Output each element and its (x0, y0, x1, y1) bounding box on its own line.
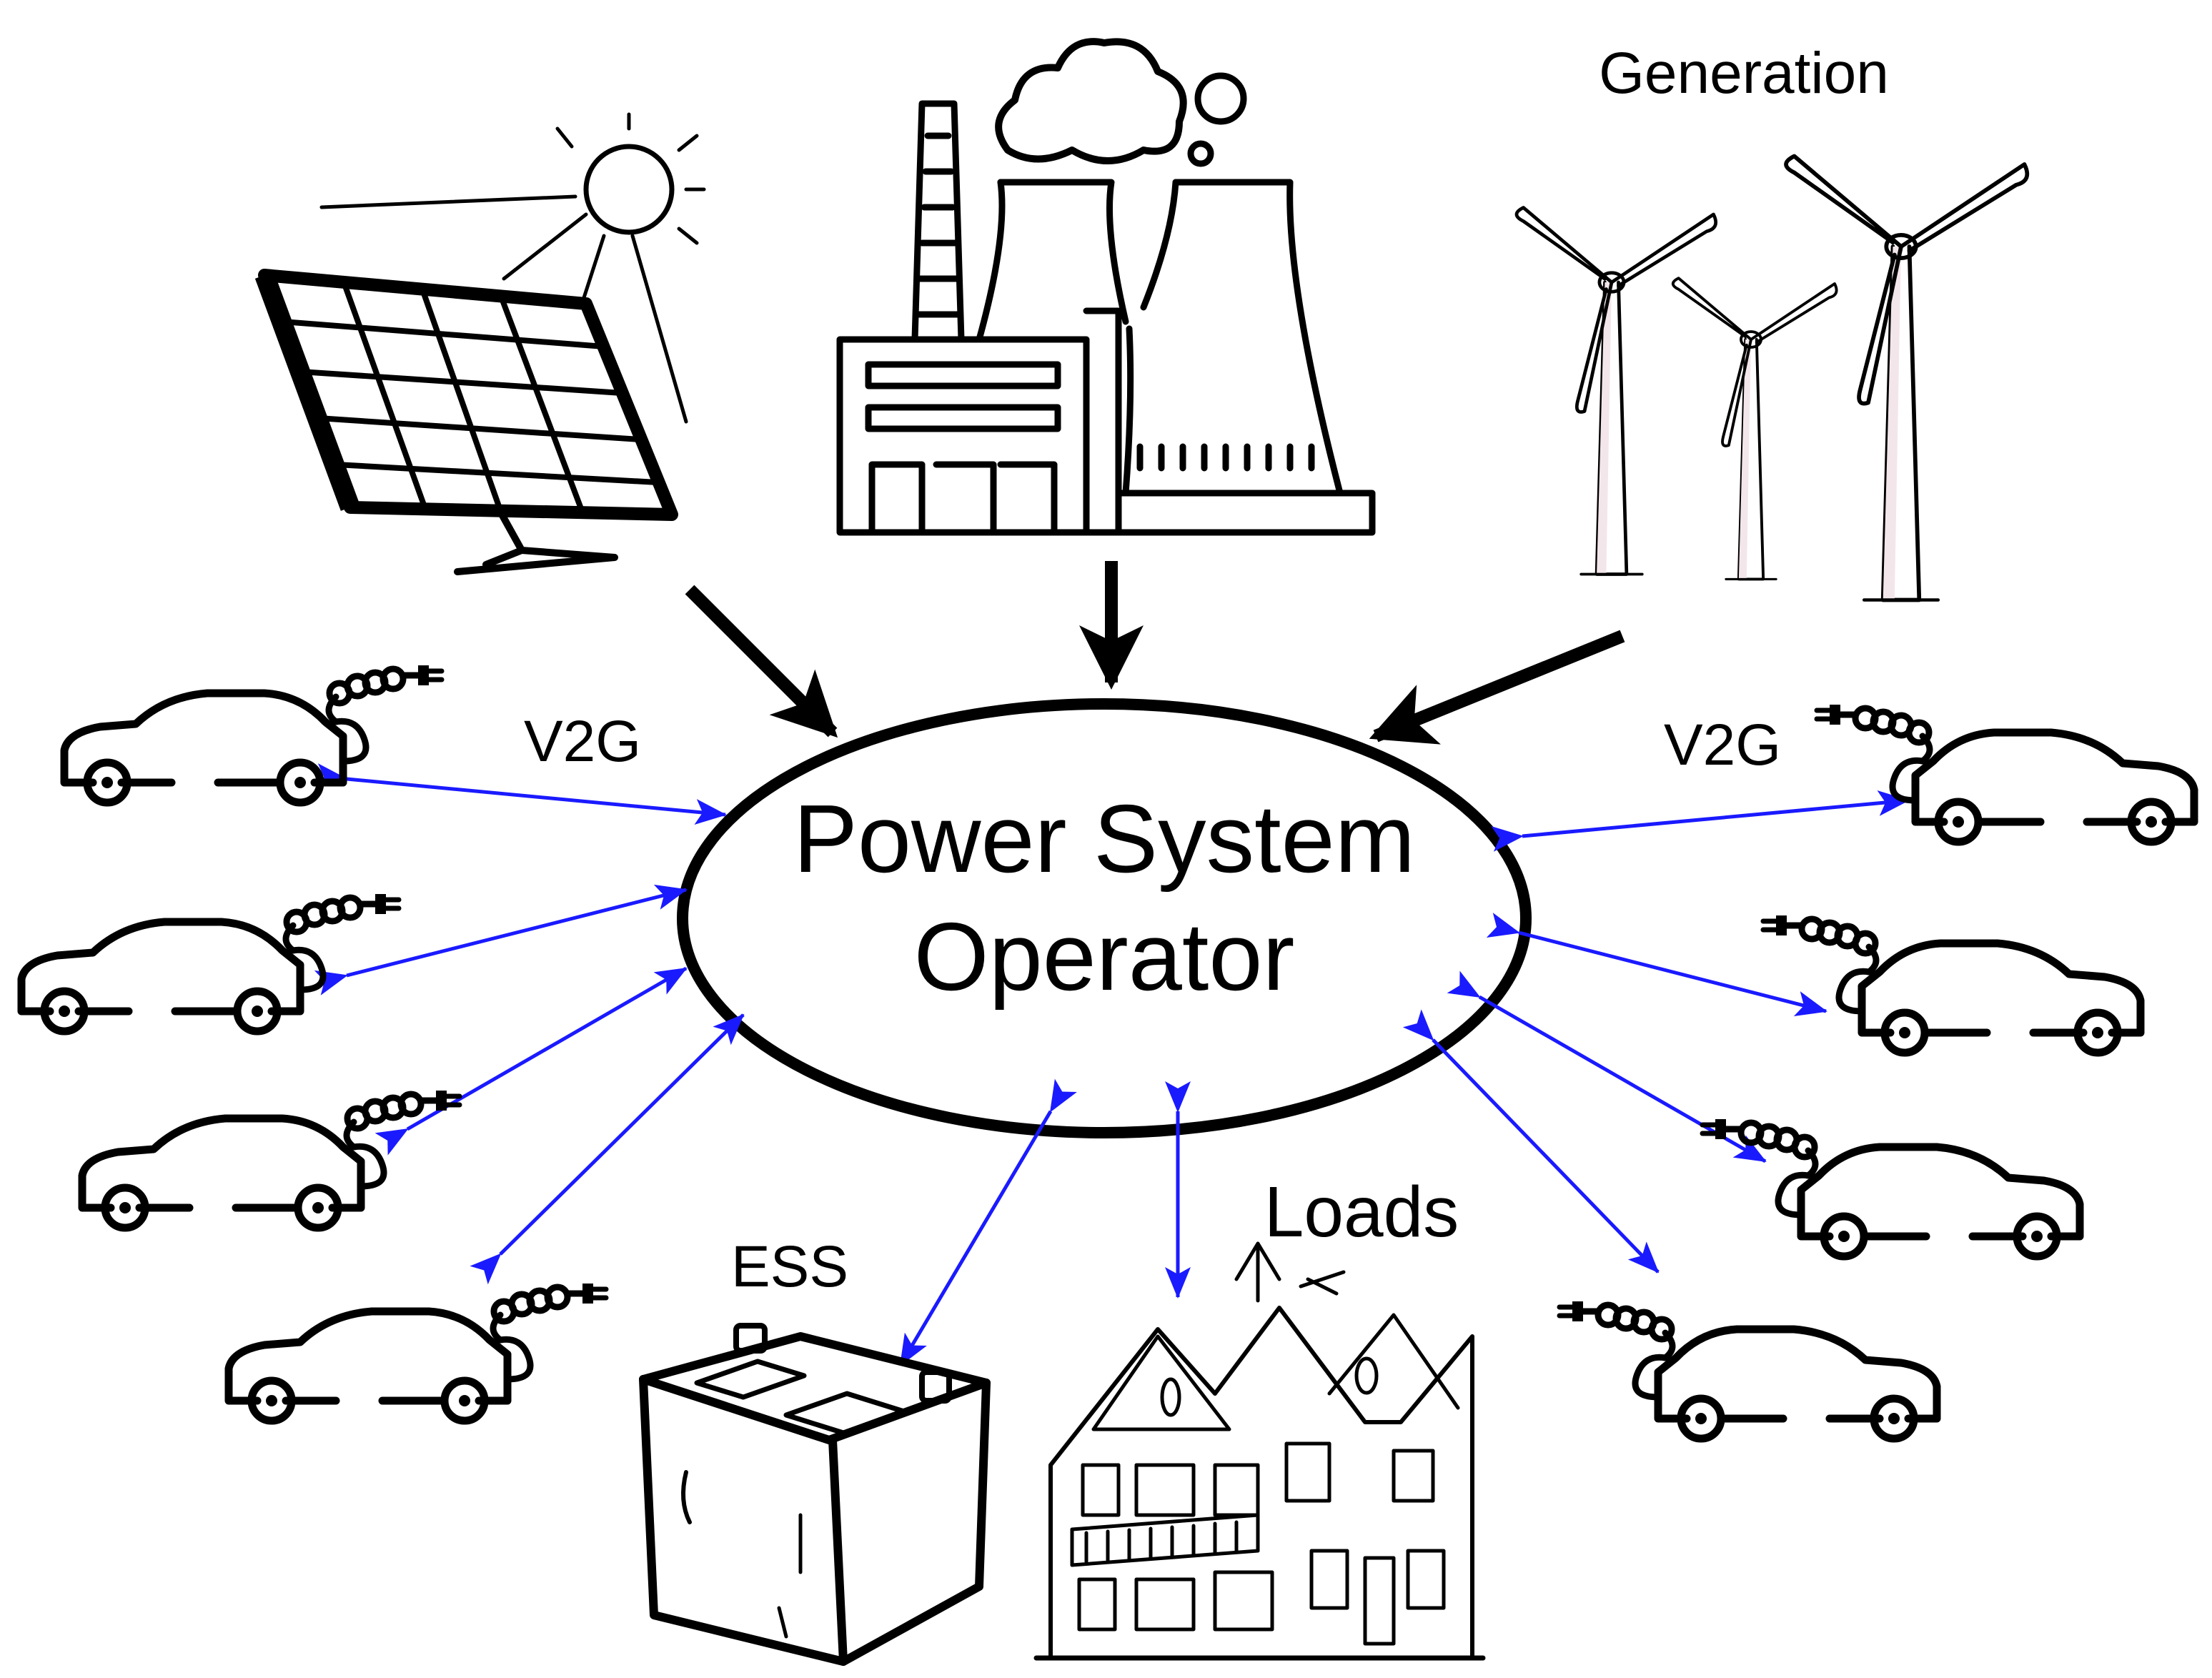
electric-car-icon (1559, 1301, 1937, 1439)
electric-car-icon (82, 1091, 460, 1228)
solar-panel-icon (254, 112, 706, 575)
loads-label: Loads (1264, 1172, 1459, 1252)
battery-icon (639, 1323, 991, 1666)
ess-label: ESS (731, 1234, 848, 1299)
solar-arrow (685, 585, 838, 738)
electric-car-icon (1763, 915, 2141, 1053)
electric-car-icon (229, 1284, 606, 1421)
operator-label-line1: Power System (793, 785, 1415, 893)
electric-car-icon (1817, 705, 2194, 842)
generation-label: Generation (1599, 41, 1889, 106)
v2g-label-left: V2G (524, 709, 641, 774)
ess-arrow (898, 1078, 1077, 1366)
v2g-label-right: V2G (1664, 713, 1781, 778)
operator-label-line2: Operator (914, 903, 1295, 1011)
wind-turbine-icon (1517, 157, 2027, 600)
house-icon (1033, 1241, 1486, 1661)
power-plant-icon (836, 38, 1376, 536)
electric-car-icon (1702, 1119, 2080, 1256)
electric-car-icon (21, 894, 399, 1031)
wind-arrow (1369, 630, 1625, 745)
